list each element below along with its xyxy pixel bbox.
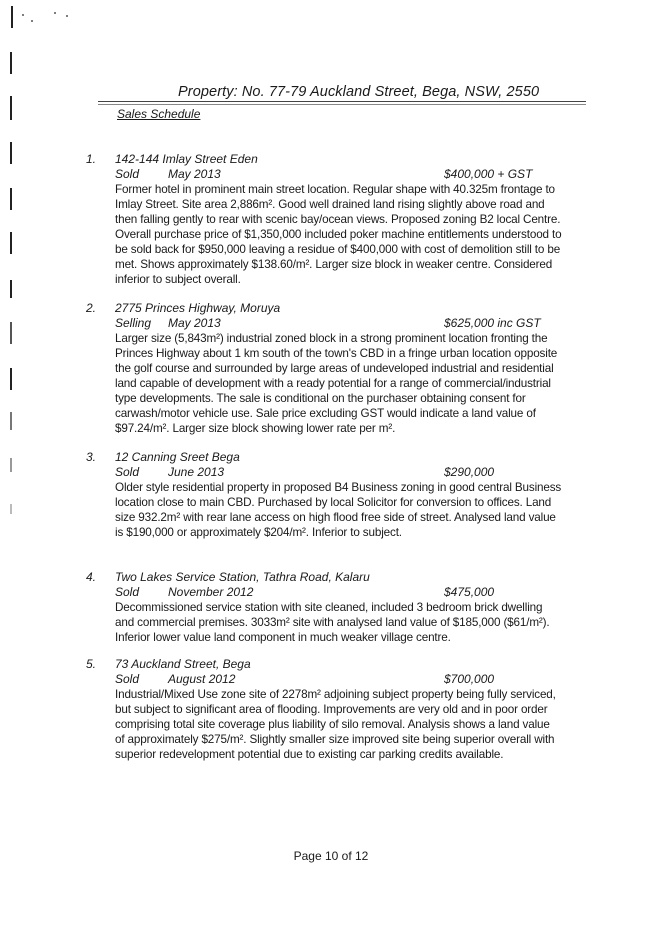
entry-description: Former hotel in prominent main street lo… xyxy=(115,182,562,287)
description-line: Older style residential property in prop… xyxy=(115,481,562,494)
entry-number: 3. xyxy=(86,450,97,464)
entry-status: Selling xyxy=(115,316,152,330)
scan-mark xyxy=(10,188,12,210)
entry-address: 142-144 Imlay Street Eden xyxy=(115,152,258,166)
description-line: size 932.2m² with rear lane access on hi… xyxy=(115,511,556,524)
entry-address: Two Lakes Service Station, Tathra Road, … xyxy=(115,570,370,584)
description-line: then falling gently to rear with scenic … xyxy=(115,213,561,226)
section-title: Sales Schedule xyxy=(117,107,201,121)
description-line: but subject to significant area of flood… xyxy=(115,703,548,716)
description-line: Overall purchase price of $1,350,000 inc… xyxy=(115,228,562,241)
description-line: and commercial premises. 3033m² site wit… xyxy=(115,616,550,629)
entry-status: Sold xyxy=(115,585,140,599)
scan-mark xyxy=(10,504,12,514)
scan-mark xyxy=(10,232,12,254)
description-line: inferior to subject overall. xyxy=(115,273,241,286)
description-line: Former hotel in prominent main street lo… xyxy=(115,183,555,196)
description-line: is $190,000 or approximately $204/m². In… xyxy=(115,526,402,539)
scan-mark xyxy=(10,322,12,344)
scan-mark xyxy=(10,280,12,298)
entry-price: $400,000 + GST xyxy=(444,167,533,181)
description-line: type developments. The sale is condition… xyxy=(115,392,526,405)
entry-description: Decommissioned service station with site… xyxy=(115,600,550,645)
header-rule xyxy=(98,101,586,102)
entry-price: $625,000 inc GST xyxy=(444,316,541,330)
description-line: superior redevelopment potential due to … xyxy=(115,748,504,761)
scan-mark xyxy=(10,412,12,430)
scan-speck xyxy=(66,15,68,17)
entry-status: Sold xyxy=(115,465,140,479)
scan-mark xyxy=(10,368,12,390)
scan-mark xyxy=(11,6,13,28)
entry-number: 5. xyxy=(86,657,97,671)
entry-description: Industrial/Mixed Use zone site of 2278m²… xyxy=(115,687,556,762)
description-line: be sold back for $950,000 leaving a resi… xyxy=(115,243,561,256)
description-line: land capable of development with a ready… xyxy=(115,377,551,390)
description-line: of approximately $275/m². Slightly small… xyxy=(115,733,555,746)
description-line: Larger size (5,843m²) industrial zoned b… xyxy=(115,332,548,345)
entry-date: May 2013 xyxy=(168,316,221,330)
entry-description: Larger size (5,843m²) industrial zoned b… xyxy=(115,331,558,436)
scan-mark xyxy=(10,458,12,472)
entry-number: 4. xyxy=(86,570,97,584)
entry-date: May 2013 xyxy=(168,167,221,181)
entry-number: 1. xyxy=(86,152,97,166)
entry-number: 2. xyxy=(86,301,97,315)
entry-description: Older style residential property in prop… xyxy=(115,480,562,540)
entry-address: 12 Canning Sreet Bega xyxy=(115,450,240,464)
description-line: the golf course and surrounded by large … xyxy=(115,362,554,375)
entry-price: $290,000 xyxy=(444,465,495,479)
description-line: Imlay Street. Site area 2,886m². Good we… xyxy=(115,198,545,211)
description-line: Industrial/Mixed Use zone site of 2278m²… xyxy=(115,688,556,701)
description-line: Inferior lower value land component in m… xyxy=(115,631,451,644)
description-line: carwash/motor vehicle use. Sale price ex… xyxy=(115,407,536,420)
entry-price: $700,000 xyxy=(444,672,495,686)
entry-date: November 2012 xyxy=(168,585,254,599)
entry-date: June 2013 xyxy=(168,465,225,479)
description-line: met. Shows approximately $138.60/m². Lar… xyxy=(115,258,553,271)
scan-speck xyxy=(54,12,56,14)
entry-address: 73 Auckland Street, Bega xyxy=(115,657,251,671)
scan-speck xyxy=(22,14,24,16)
document-header-title: Property: No. 77-79 Auckland Street, Beg… xyxy=(178,84,540,100)
header-rule xyxy=(98,104,586,105)
scan-mark xyxy=(10,142,12,164)
entry-status: Sold xyxy=(115,672,140,686)
description-line: Decommissioned service station with site… xyxy=(115,601,543,614)
description-line: location close to main CBD. Purchased by… xyxy=(115,496,552,509)
entry-price: $475,000 xyxy=(444,585,495,599)
scan-mark xyxy=(10,52,12,74)
entry-status: Sold xyxy=(115,167,140,181)
scan-speck xyxy=(31,20,33,22)
entry-date: August 2012 xyxy=(168,672,236,686)
page-number: Page 10 of 12 xyxy=(293,849,369,863)
scan-mark xyxy=(10,96,12,120)
description-line: $97.24/m². Larger size block showing low… xyxy=(115,422,396,435)
description-line: Princes Highway about 1 km south of the … xyxy=(115,347,558,360)
description-line: comprising total site coverage plus liab… xyxy=(115,718,550,731)
entry-address: 2775 Princes Highway, Moruya xyxy=(115,301,281,315)
